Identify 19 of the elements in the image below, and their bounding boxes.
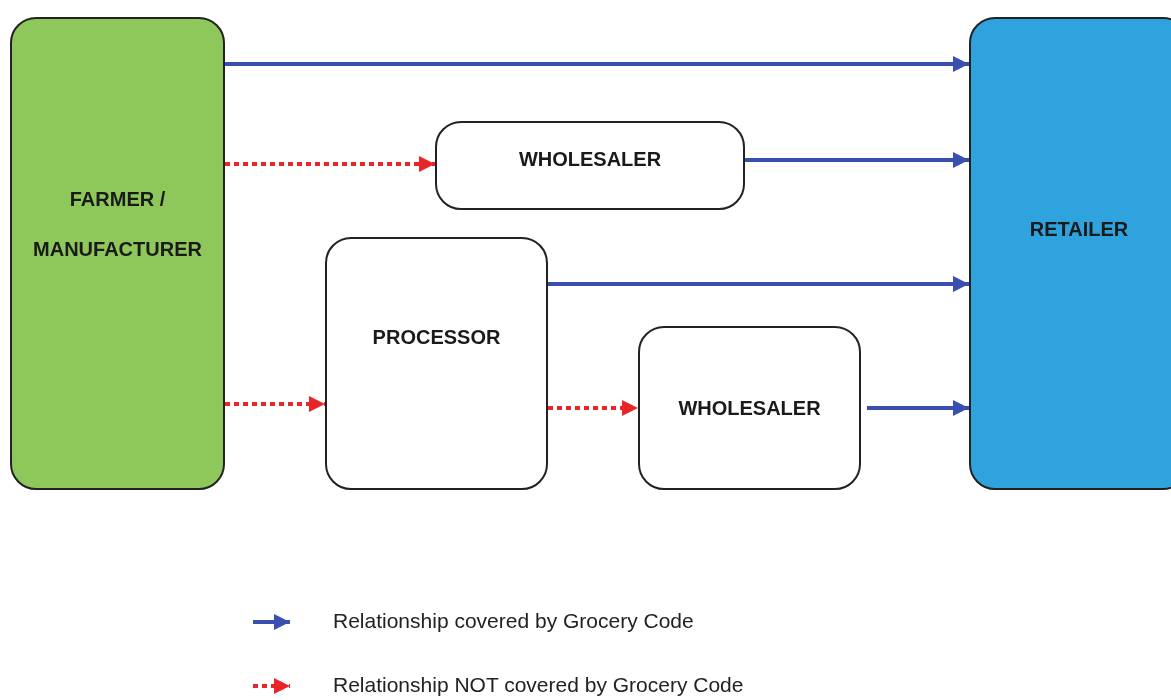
wholesaler-box [435,121,745,210]
arrow [745,152,969,168]
arrow [867,400,969,416]
node-label: WHOLESALER [518,146,662,171]
farmer-manufacturer-box [10,17,225,490]
arrow [225,156,435,172]
node-label: WHOLESALER [678,396,821,420]
legend-label: Relationship covered by Grocery Code [333,609,694,633]
arrow [225,396,325,412]
arrow [548,276,969,292]
legend-label: Relationship NOT covered by Grocery Code [333,673,744,697]
node-label: FARMER / MANUFACTURER [32,186,203,262]
processor-box [325,237,548,490]
arrow [548,400,638,416]
arrow [225,56,969,72]
retailer-box [969,17,1171,490]
node-label: PROCESSOR [372,324,501,349]
wholesaler-box [638,326,861,490]
node-label: RETAILER [1029,216,1129,241]
